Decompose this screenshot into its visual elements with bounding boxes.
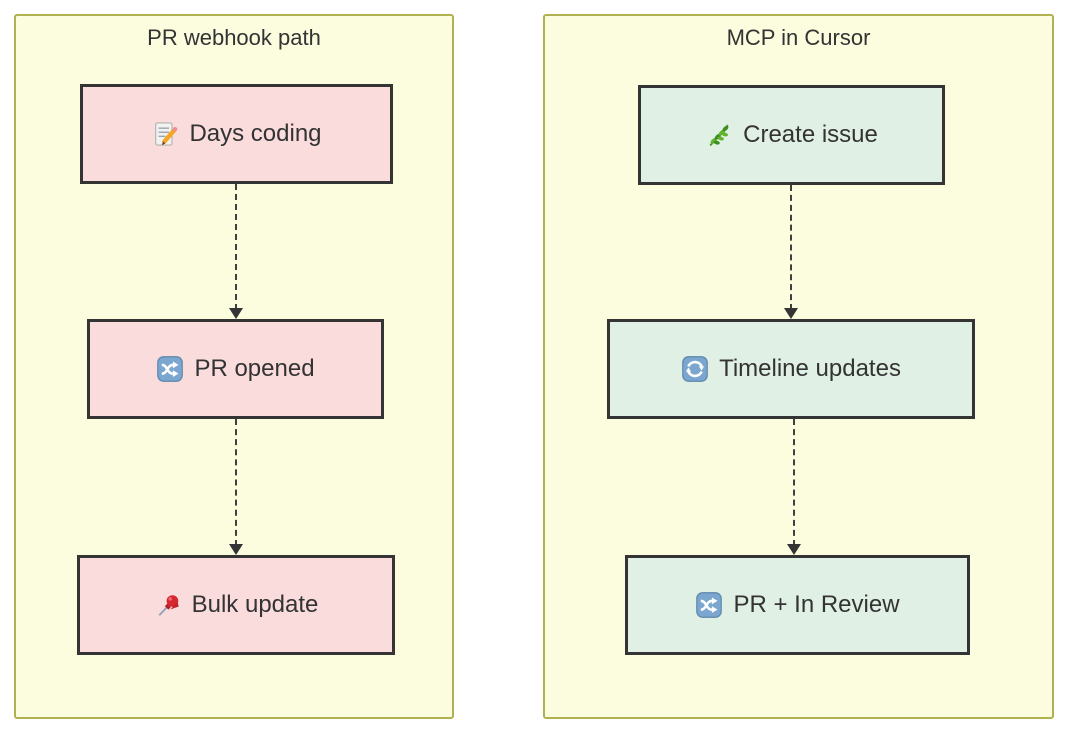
edge-arrow: [784, 185, 798, 319]
arrowhead-icon: [787, 544, 801, 555]
edge-arrow: [229, 184, 243, 319]
shuffle-icon: [157, 356, 184, 382]
edge-arrow: [787, 419, 801, 555]
node-bulk-update: Bulk update: [77, 555, 395, 655]
arrowhead-icon: [229, 308, 243, 319]
node-days-coding: Days coding: [80, 84, 393, 184]
subgraph-title: MCP in Cursor: [726, 25, 871, 50]
node-label: PR opened: [194, 355, 315, 382]
node-label: Timeline updates: [719, 355, 901, 382]
arrowhead-icon: [784, 308, 798, 319]
edge-line: [235, 419, 237, 546]
node-timeline-updates: Timeline updates: [607, 319, 975, 419]
node-pr-opened: PR opened: [87, 319, 384, 419]
subgraph-pr-webhook-path: PR webhook path Days coding: [14, 14, 454, 719]
node-label: PR + In Review: [733, 591, 900, 618]
subgraph-title: PR webhook path: [147, 25, 321, 50]
edge-line: [235, 184, 237, 310]
node-label: Bulk update: [191, 591, 319, 618]
memo-icon: [155, 122, 178, 146]
node-label: Create issue: [743, 121, 878, 148]
node-create-issue: Create issue: [638, 85, 945, 185]
subgraph-mcp-in-cursor: MCP in Cursor Create issue: [543, 14, 1054, 719]
shuffle-icon: [696, 592, 723, 618]
edge-line: [790, 185, 792, 310]
counterclockwise-arrows-icon: [682, 356, 708, 382]
edge-line: [793, 419, 795, 546]
pushpin-icon: [158, 595, 179, 616]
edge-arrow: [229, 419, 243, 555]
node-pr-in-review: PR + In Review: [625, 555, 970, 655]
arrowhead-icon: [229, 544, 243, 555]
herb-icon: [709, 124, 729, 147]
node-label: Days coding: [189, 120, 322, 147]
